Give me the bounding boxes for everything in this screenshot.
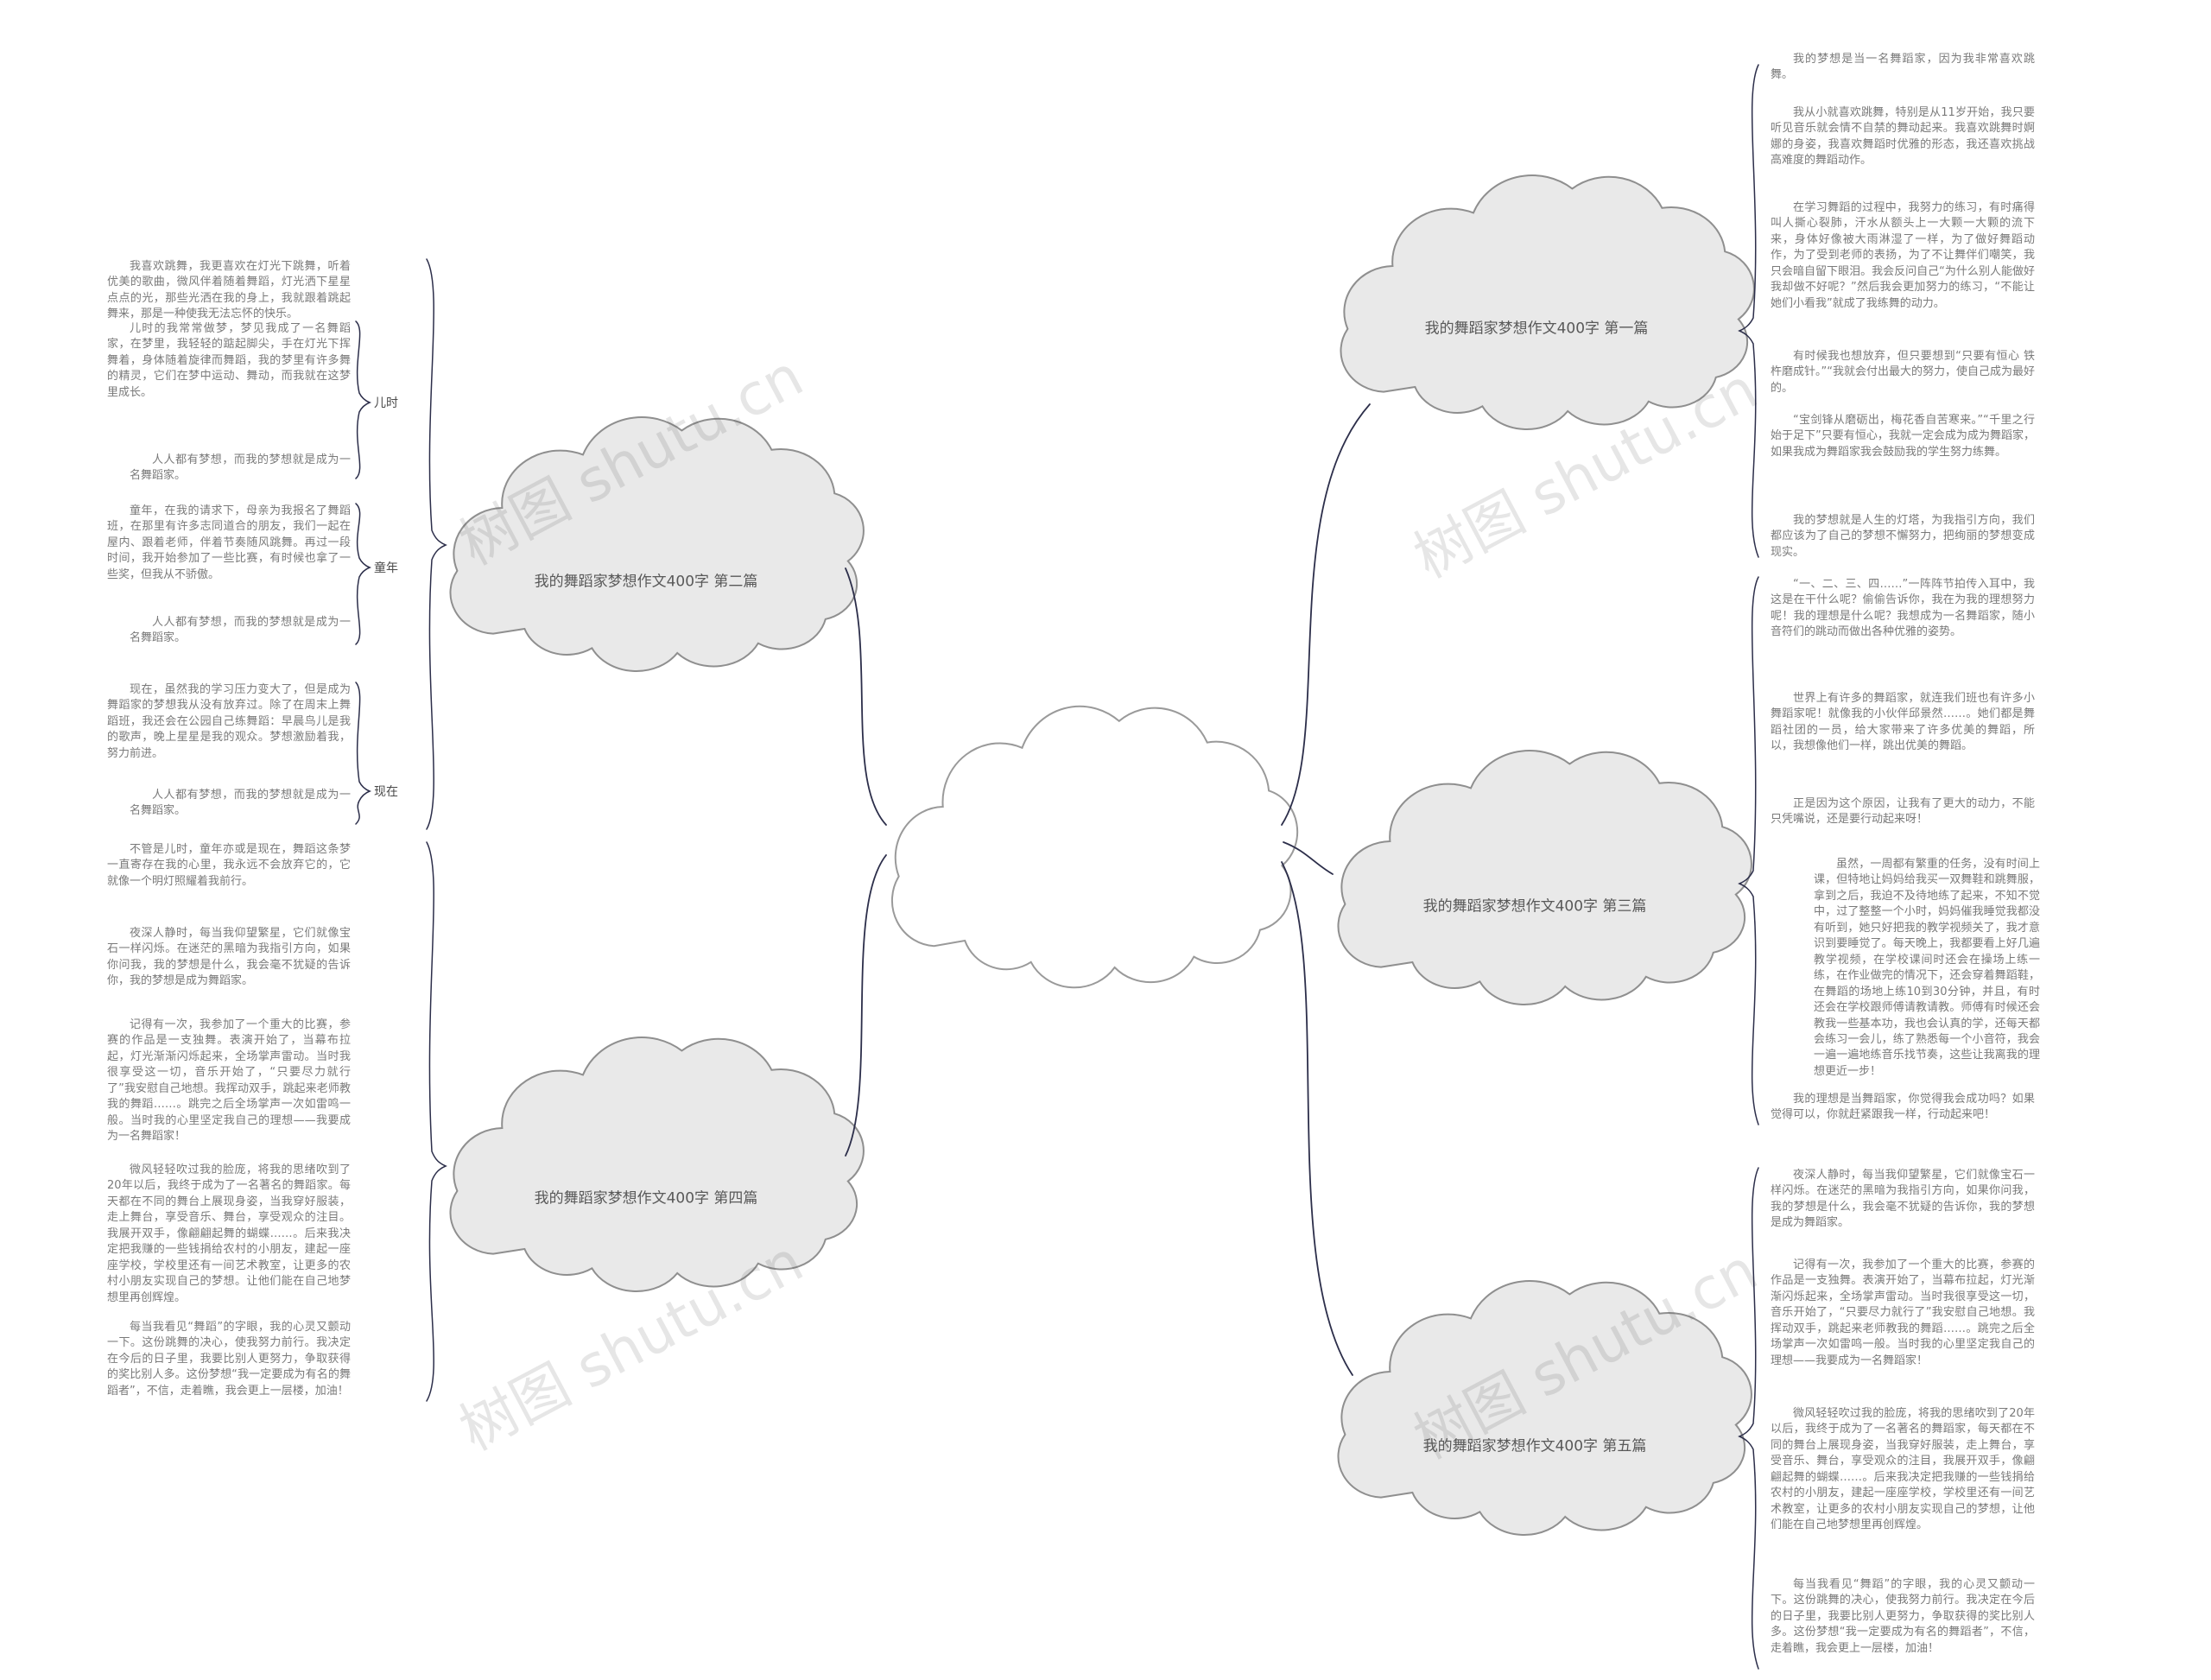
essay-paragraph: 记得有一次，我参加了一个重大的比赛，参赛的作品是一支独舞。表演开始了，当幕布拉起… (1771, 1258, 2035, 1367)
essay-paragraph: 我喜欢跳舞，我更喜欢在灯光下跳舞，听着优美的歌曲，微风伴着随着舞蹈，灯光洒下星星… (107, 260, 351, 321)
essay-paragraph: 人人都有梦想，而我的梦想就是成为一名舞蹈家。 (130, 789, 351, 818)
essay-paragraph: 现在，虽然我的学习压力变大了，但是成为舞蹈家的梦想我从没有放弃过。除了在周末上舞… (107, 683, 351, 760)
left-group-brace-branch2 (426, 258, 447, 830)
connector-center-branch4 (845, 854, 887, 1157)
branch-title-4[interactable]: 我的舞蹈家梦想作文400字 第四篇 (534, 1189, 758, 1208)
stage-label-now: 现在 (374, 785, 398, 799)
left-group-brace-branch4 (426, 841, 447, 1402)
central-cloud-node[interactable] (892, 707, 1297, 987)
branch-title-1[interactable]: 我的舞蹈家梦想作文400字 第一篇 (1424, 320, 1649, 338)
essay-paragraph: 世界上有许多的舞蹈家，就连我们班也有许多小舞蹈家呢！就像我的小伙伴邱景然……。她… (1771, 692, 2035, 753)
essay-paragraph: 我从小就喜欢跳舞，特别是从11岁开始，我只要听见音乐就会情不自禁的舞动起来。我喜… (1771, 106, 2035, 168)
essay-paragraph: “宝剑锋从磨砺出，梅花香自苦寒来。”“千里之行始于足下”只要有恒心，我就一定会成… (1771, 414, 2035, 459)
essay-paragraph: 每当我看见“舞蹈”的字眼，我的心灵又颤动一下。这份跳舞的决心，使我努力前行。我决… (107, 1321, 351, 1398)
essay-paragraph: 虽然，一周都有繁重的任务，没有时间上课，但特地让妈妈给我买一双舞鞋和跳舞服，拿到… (1814, 858, 2040, 1078)
essay-paragraph: 有时候我也想放弃，但只要想到“只要有恒心 铁杵磨成针。”“我就会付出最大的努力，… (1771, 350, 2035, 395)
essay-paragraph: “一、二、三、四……”一阵阵节拍传入耳中，我这是在干什么呢？偷偷告诉你，我在为我… (1771, 578, 2035, 639)
branch-title-3[interactable]: 我的舞蹈家梦想作文400字 第三篇 (1422, 897, 1647, 916)
branch-node-3[interactable] (1338, 751, 1751, 1005)
essay-paragraph: 童年，在我的请求下，母亲为我报名了舞蹈班，在那里有许多志同道合的朋友，我们一起在… (107, 504, 351, 581)
essay-paragraph: 不管是儿时，童年亦或是现在，舞蹈这条梦一直寄存在我的心里，我永远不会放弃它的，它… (107, 843, 351, 888)
essay-paragraph: 微风轻轻吹过我的脸庞，将我的思绪吹到了20年以后，我终于成为了一名著名的舞蹈家。… (107, 1163, 351, 1304)
essay-paragraph: 微风轻轻吹过我的脸庞，将我的思绪吹到了20年以后，我终于成为了一名著名的舞蹈家，… (1771, 1407, 2035, 1532)
essay-paragraph: 我的梦想就是人生的灯塔，为我指引方向，我们都应该为了自己的梦想不懈努力，把绚丽的… (1771, 514, 2035, 559)
stage-label-youth: 童年 (374, 561, 398, 575)
right-group-brace-branch5 (1738, 1167, 1759, 1670)
connector-center-branch1 (1281, 403, 1371, 826)
right-group-brace-branch1 (1738, 64, 1759, 558)
branch-title-5[interactable]: 我的舞蹈家梦想作文400字 第五篇 (1422, 1437, 1647, 1455)
essay-paragraph: 儿时的我常常做梦，梦见我成了一名舞蹈家，在梦里，我轻轻的踮起脚尖，手在灯光下挥舞… (107, 322, 351, 399)
stage-brace-childhood (355, 320, 372, 479)
essay-paragraph: 人人都有梦想，而我的梦想就是成为一名舞蹈家。 (130, 616, 351, 645)
connector-center-branch2 (845, 567, 887, 826)
essay-paragraph: 我的理想是当舞蹈家，你觉得我会成功吗？如果觉得可以，你就赶紧跟我一样，行动起来吧… (1771, 1093, 2035, 1122)
branch-title-2[interactable]: 我的舞蹈家梦想作文400字 第二篇 (534, 573, 758, 591)
essay-paragraph: 我的梦想是当一名舞蹈家，因为我非常喜欢跳舞。 (1771, 53, 2035, 82)
connector-center-branch3 (1283, 841, 1334, 875)
essay-paragraph: 在学习舞蹈的过程中，我努力的练习，有时痛得叫人撕心裂肺，汗水从额头上一大颗一大颗… (1771, 201, 2035, 310)
essay-paragraph: 人人都有梦想，而我的梦想就是成为一名舞蹈家。 (130, 453, 351, 483)
stage-brace-now (355, 682, 372, 825)
essay-paragraph: 夜深人静时，每当我仰望繁星，它们就像宝石一样闪烁。在迷茫的黑暗为我指引方向，如果… (1771, 1169, 2035, 1230)
connector-center-branch5 (1281, 861, 1353, 1376)
stage-label-childhood: 儿时 (374, 396, 398, 410)
right-group-brace-branch3 (1738, 576, 1759, 1125)
stage-brace-youth (355, 503, 372, 645)
branch-node-4[interactable] (450, 1037, 863, 1291)
essay-paragraph: 记得有一次，我参加了一个重大的比赛，参赛的作品是一支独舞。表演开始了，当幕布拉起… (107, 1018, 351, 1144)
essay-paragraph: 正是因为这个原因，让我有了更大的动力，不能只凭嘴说，还是要行动起来呀！ (1771, 797, 2035, 827)
essay-paragraph: 夜深人静时，每当我仰望繁星，它们就像宝石一样闪烁。在迷茫的黑暗为我指引方向，如果… (107, 927, 351, 988)
essay-paragraph: 每当我看见“舞蹈”的字眼，我的心灵又颤动一下。这份跳舞的决心，使我努力前行。我决… (1771, 1578, 2035, 1655)
